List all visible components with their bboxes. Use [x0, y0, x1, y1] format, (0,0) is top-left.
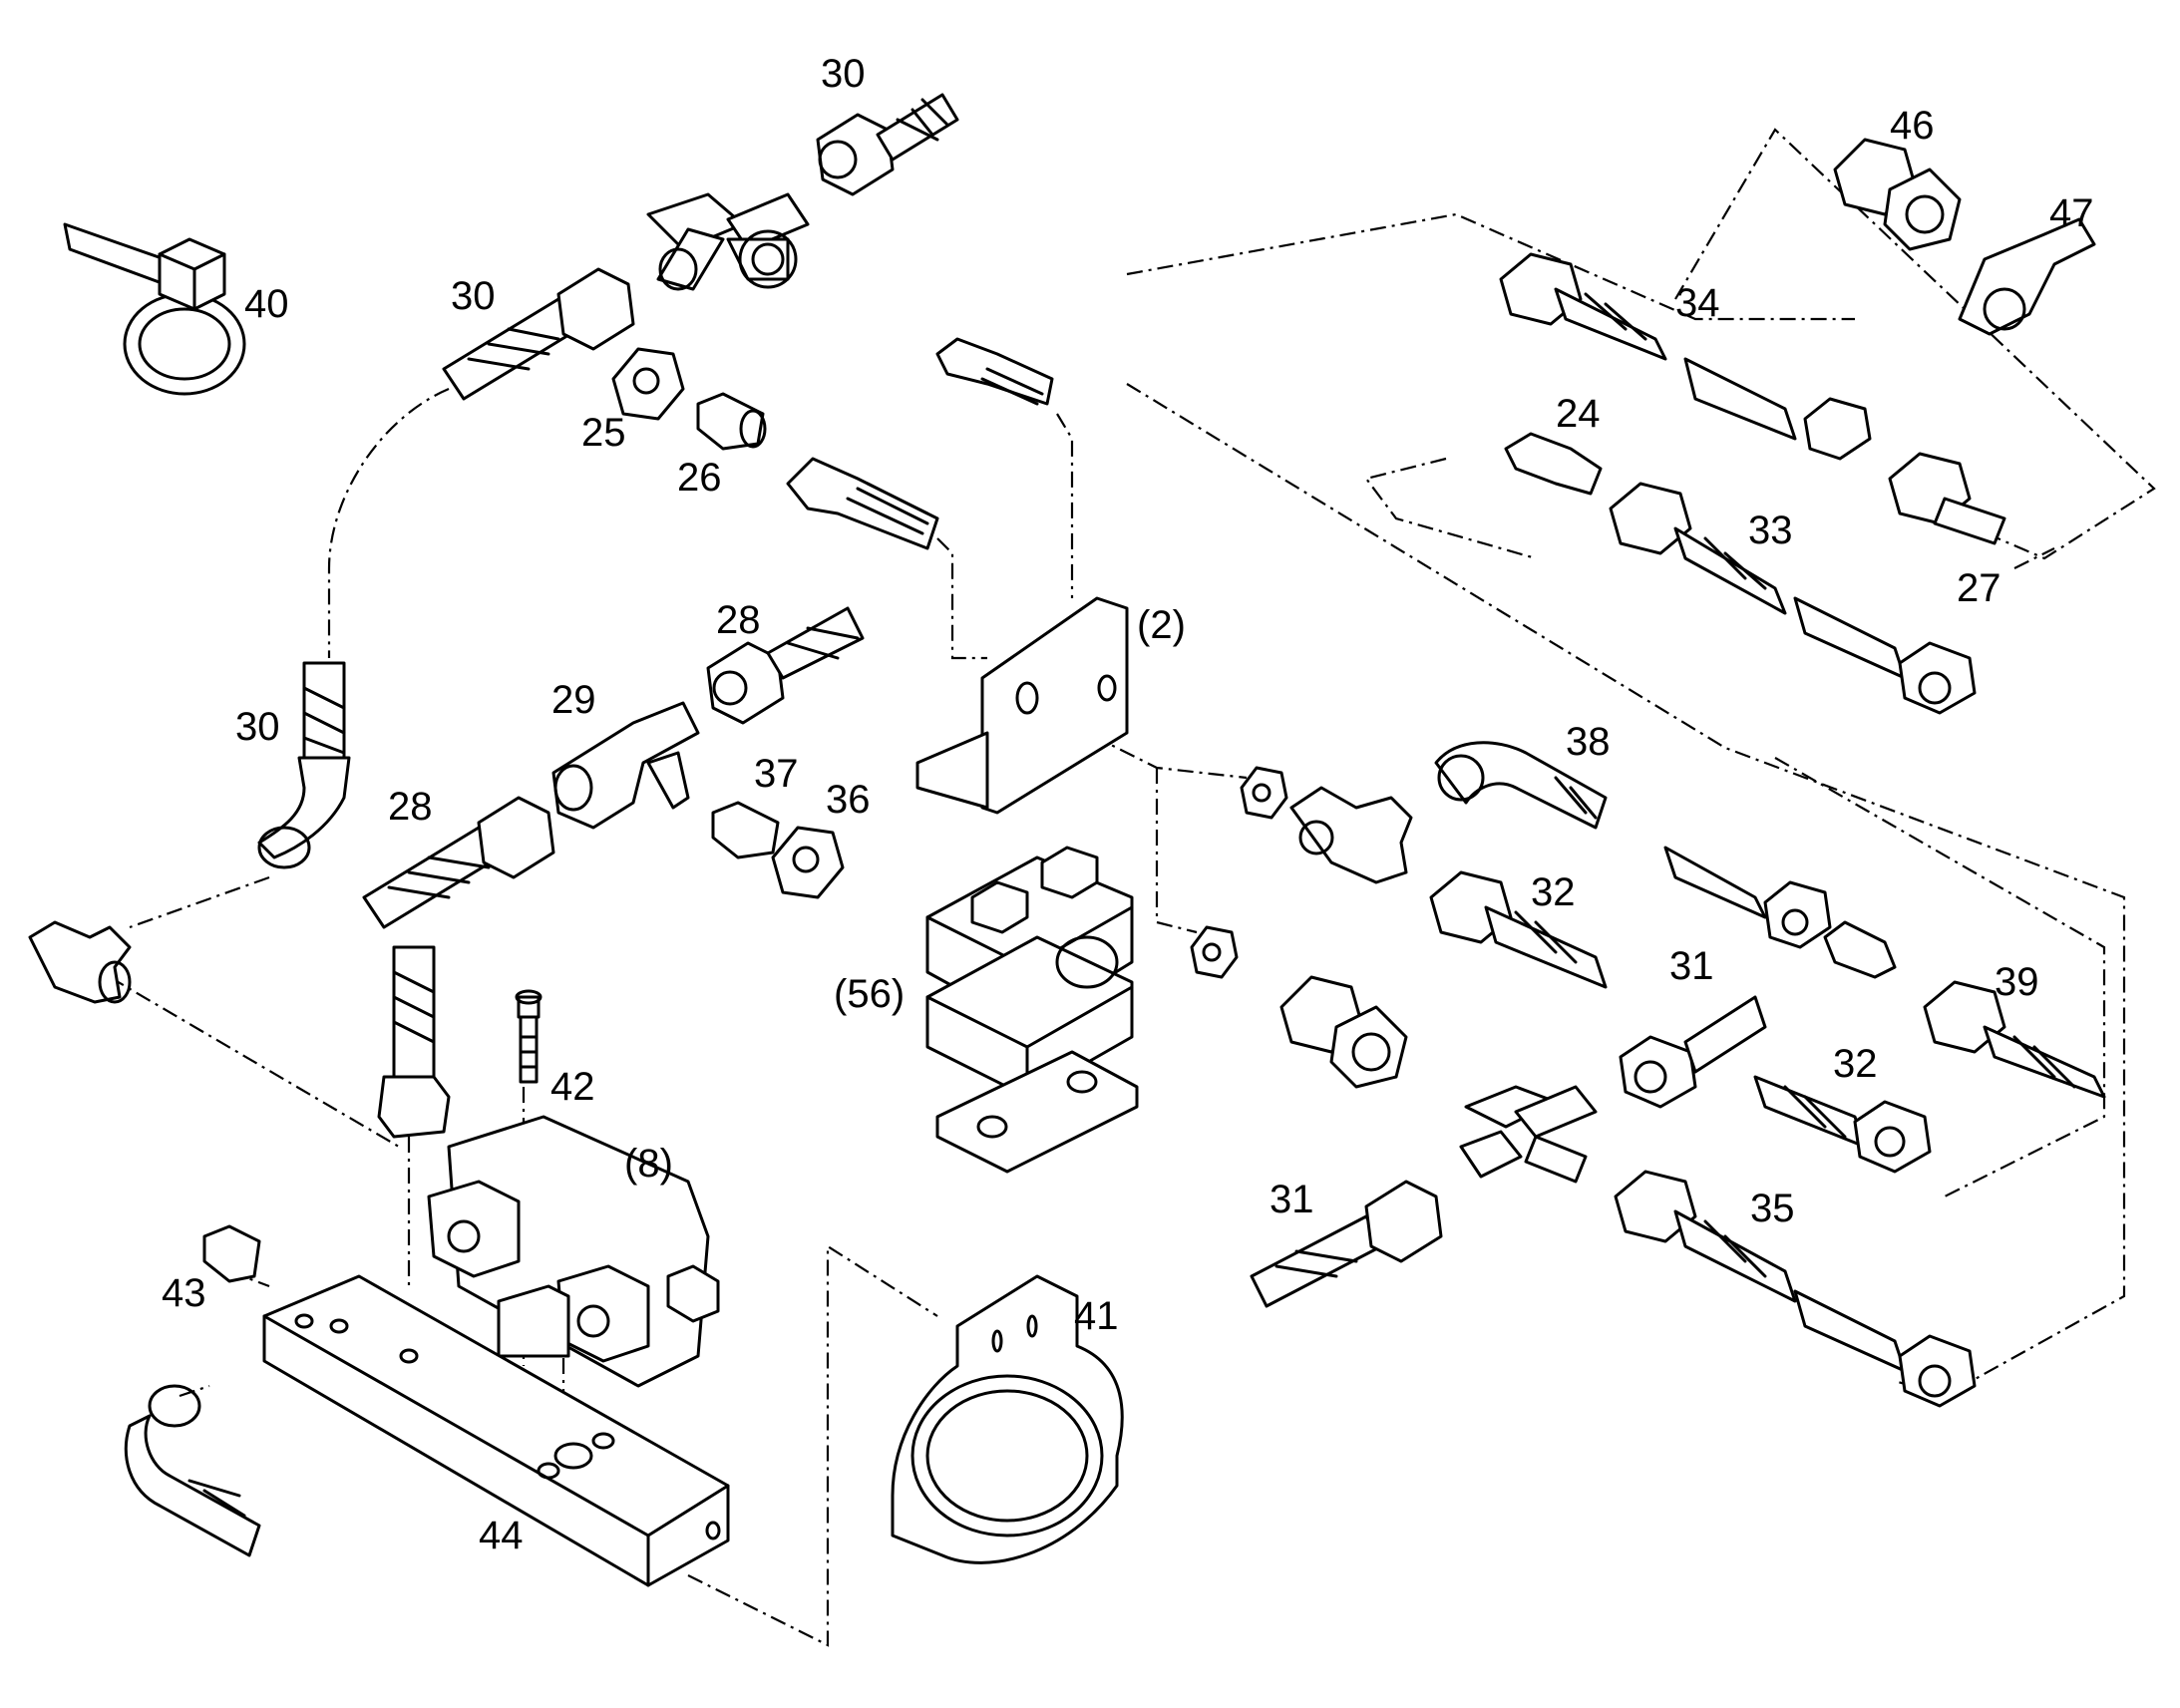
part-2-bracket	[915, 596, 1129, 815]
label-40: 40	[244, 282, 289, 326]
part-42-screw	[515, 989, 543, 1084]
part-elbow-hose-bottom	[124, 1384, 261, 1557]
label-30-upper: 30	[451, 274, 496, 318]
part-35-hose	[1614, 1170, 1977, 1408]
part-38-elbow-hose	[1434, 741, 1608, 830]
label-38: 38	[1566, 720, 1611, 764]
part-46-union	[1833, 138, 1962, 251]
part-56-clamp	[925, 846, 1139, 1174]
label-30-left: 30	[235, 705, 280, 749]
label-44: 44	[479, 1514, 524, 1557]
label-37: 37	[754, 752, 799, 796]
label-47: 47	[2049, 191, 2094, 235]
part-30-hose-upper	[442, 267, 635, 401]
part-31-hose-a	[1619, 995, 1767, 1109]
label-39: 39	[1995, 960, 2039, 1004]
label-28-lower: 28	[388, 785, 433, 829]
label-24: 24	[1556, 392, 1601, 436]
label-33: 33	[1748, 509, 1793, 552]
label-36: 36	[826, 778, 871, 822]
part-33-hose	[1609, 482, 1977, 715]
part-39-hose	[1923, 980, 2106, 1099]
part-30-hose-top-right	[816, 93, 959, 196]
part-vertical-hose	[377, 945, 451, 1139]
part-27-adapter	[1888, 452, 2006, 545]
label-30-top: 30	[821, 52, 866, 96]
part-43-plug	[202, 1224, 261, 1283]
label-31-upper: 31	[1669, 944, 1714, 988]
label-56: (56)	[834, 972, 905, 1016]
label-31-lower: 31	[1270, 1178, 1314, 1221]
part-small-tee	[1289, 786, 1413, 884]
label-35: 35	[1750, 1187, 1795, 1230]
part-29-tee	[551, 701, 700, 830]
part-washers	[1190, 766, 1288, 979]
label-34: 34	[1675, 281, 1720, 325]
part-26-plug	[696, 392, 767, 451]
part-30-elbow-hose	[257, 661, 351, 869]
part-34-hose	[1499, 252, 1872, 461]
label-2: (2)	[1137, 603, 1186, 647]
part-24-nipple	[1504, 432, 1603, 496]
part-28-hose-b	[362, 796, 555, 929]
label-42: 42	[550, 1065, 595, 1109]
part-32-hose-b	[1753, 1075, 1932, 1174]
label-43: 43	[162, 1271, 206, 1315]
part-36-nut	[771, 826, 845, 899]
label-8: (8)	[624, 1142, 673, 1186]
part-cross-fitting-bottom	[1459, 1085, 1598, 1184]
label-26: 26	[677, 456, 722, 500]
part-37-plug	[711, 801, 780, 859]
part-41-ring-clamp	[891, 1274, 1124, 1564]
part-25-nut	[611, 347, 685, 421]
part-8-valve-block	[427, 1115, 720, 1388]
part-labels: 30 40 30 25 26 46 47 34 24 33 27 (2) 28 …	[162, 52, 2094, 1557]
label-32-lower: 32	[1833, 1042, 1878, 1086]
part-hose-mid-right	[1663, 846, 1897, 979]
label-46: 46	[1890, 104, 1935, 148]
part-31-hose-b	[1250, 1180, 1443, 1308]
part-28-hose-a	[706, 606, 865, 725]
label-29: 29	[551, 678, 596, 722]
part-union-mid	[1279, 975, 1408, 1089]
part-left-tee	[28, 920, 132, 1004]
label-25: 25	[581, 411, 626, 455]
label-27: 27	[1957, 566, 2001, 610]
part-47-elbow	[1958, 217, 2096, 336]
label-32-upper: 32	[1531, 870, 1576, 914]
part-cross-fitting-top	[646, 192, 810, 291]
part-40-cable-tie	[63, 222, 246, 396]
part-32-hose-a	[1429, 870, 1608, 989]
label-41: 41	[1074, 1294, 1119, 1338]
part-44-base-plate	[262, 1274, 730, 1587]
label-28-upper: 28	[716, 598, 761, 642]
part-stud-bolts	[786, 337, 1054, 550]
